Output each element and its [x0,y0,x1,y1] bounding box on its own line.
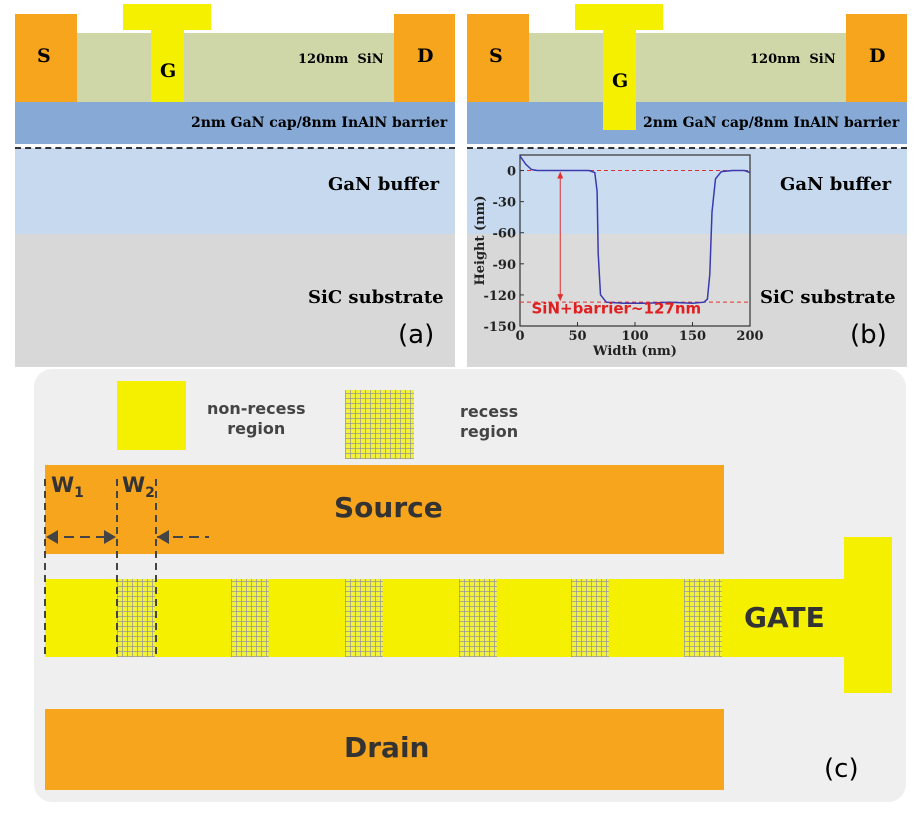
gate-head [575,4,663,30]
panel-label-c: (c) [824,754,859,784]
y-tick-label-1: -30 [493,196,517,211]
drain-label: Drain [344,731,430,764]
recess-region-1 [117,579,155,657]
gate-pad [844,537,892,693]
gate-label: G [612,70,629,92]
legend-nonrecess-label: non-recess region [207,399,306,438]
panel-label-a: (a) [398,320,435,350]
gate-label: G [160,60,177,82]
w1-label: W1 [51,473,84,502]
drain-contact [394,14,455,102]
x-tick-label-4: 200 [736,329,763,344]
source-label: S [37,45,51,67]
substrate-layer [467,234,907,367]
panel-c: non-recess region recess region Source G… [34,369,906,802]
gate-head [123,4,211,30]
sin-label: 120nm SiN [750,52,836,67]
series-line-0 [519,155,751,304]
x-tick-label-1: 50 [568,329,586,344]
sin-layer [76,33,396,102]
y-axis-label: Height (nm) [473,195,488,285]
source-electrode [45,465,724,554]
annotation-label: SiN+barrier~127nm [532,300,702,318]
substrate-label: SiC substrate [760,287,896,308]
legend-recess-swatch [345,390,414,459]
x-tick-label-0: 0 [515,329,524,344]
legend-nonrecess-swatch [117,381,186,450]
dashed-interface [15,147,455,149]
recess-region-2 [231,579,269,657]
panel-b: S G D 120nm SiN 2nm GaN cap/8nm InAlN ba… [467,0,907,367]
x-tick-label-3: 150 [679,329,706,344]
drain-label: D [417,45,434,67]
x-tick-label-2: 100 [621,329,648,344]
dashed-interface [467,147,907,149]
annotation-arrow-head-bottom [557,294,564,302]
barrier-label: 2nm GaN cap/8nm InAlN barrier [643,115,900,131]
drain-contact [846,14,907,102]
y-tick-label-0: 0 [507,165,516,180]
legend-recess-label: recess region [460,402,519,441]
buffer-layer [15,148,455,234]
drain-label: D [869,45,886,67]
substrate-label: SiC substrate [308,287,444,308]
y-tick-label-2: -60 [493,227,517,242]
source-contact [15,14,77,102]
barrier-layer [467,102,907,144]
gate-stem [151,30,184,102]
substrate-layer [15,234,455,367]
buffer-layer [467,148,907,234]
sin-label: 120nm SiN [298,52,384,67]
buffer-label: GaN buffer [328,174,440,195]
recess-region-5 [571,579,609,657]
buffer-label: GaN buffer [780,174,892,195]
y-tick-label-5: -150 [483,320,516,335]
width-markers [44,479,209,659]
gate-label: GATE [744,601,825,634]
sin-layer [528,33,848,102]
panel-label-b: (b) [850,320,887,350]
recess-region-4 [459,579,497,657]
annotation-arrow-head-top [557,171,564,179]
barrier-label: 2nm GaN cap/8nm InAlN barrier [191,115,448,131]
y-tick-label-4: -120 [483,289,516,304]
source-label: S [489,45,503,67]
panel-a: S G D 120nm SiN 2nm GaN cap/8nm InAlN ba… [15,0,455,367]
w2-label: W2 [122,473,155,502]
drain-electrode [45,709,724,790]
source-label: Source [334,491,443,524]
recess-region-6 [684,579,722,657]
gate-stem-recessed [603,30,636,130]
recess-region-3 [345,579,383,657]
x-axis-label: Width (nm) [592,344,677,359]
barrier-layer [15,102,455,144]
y-tick-label-3: -90 [493,258,517,273]
source-contact [467,14,529,102]
